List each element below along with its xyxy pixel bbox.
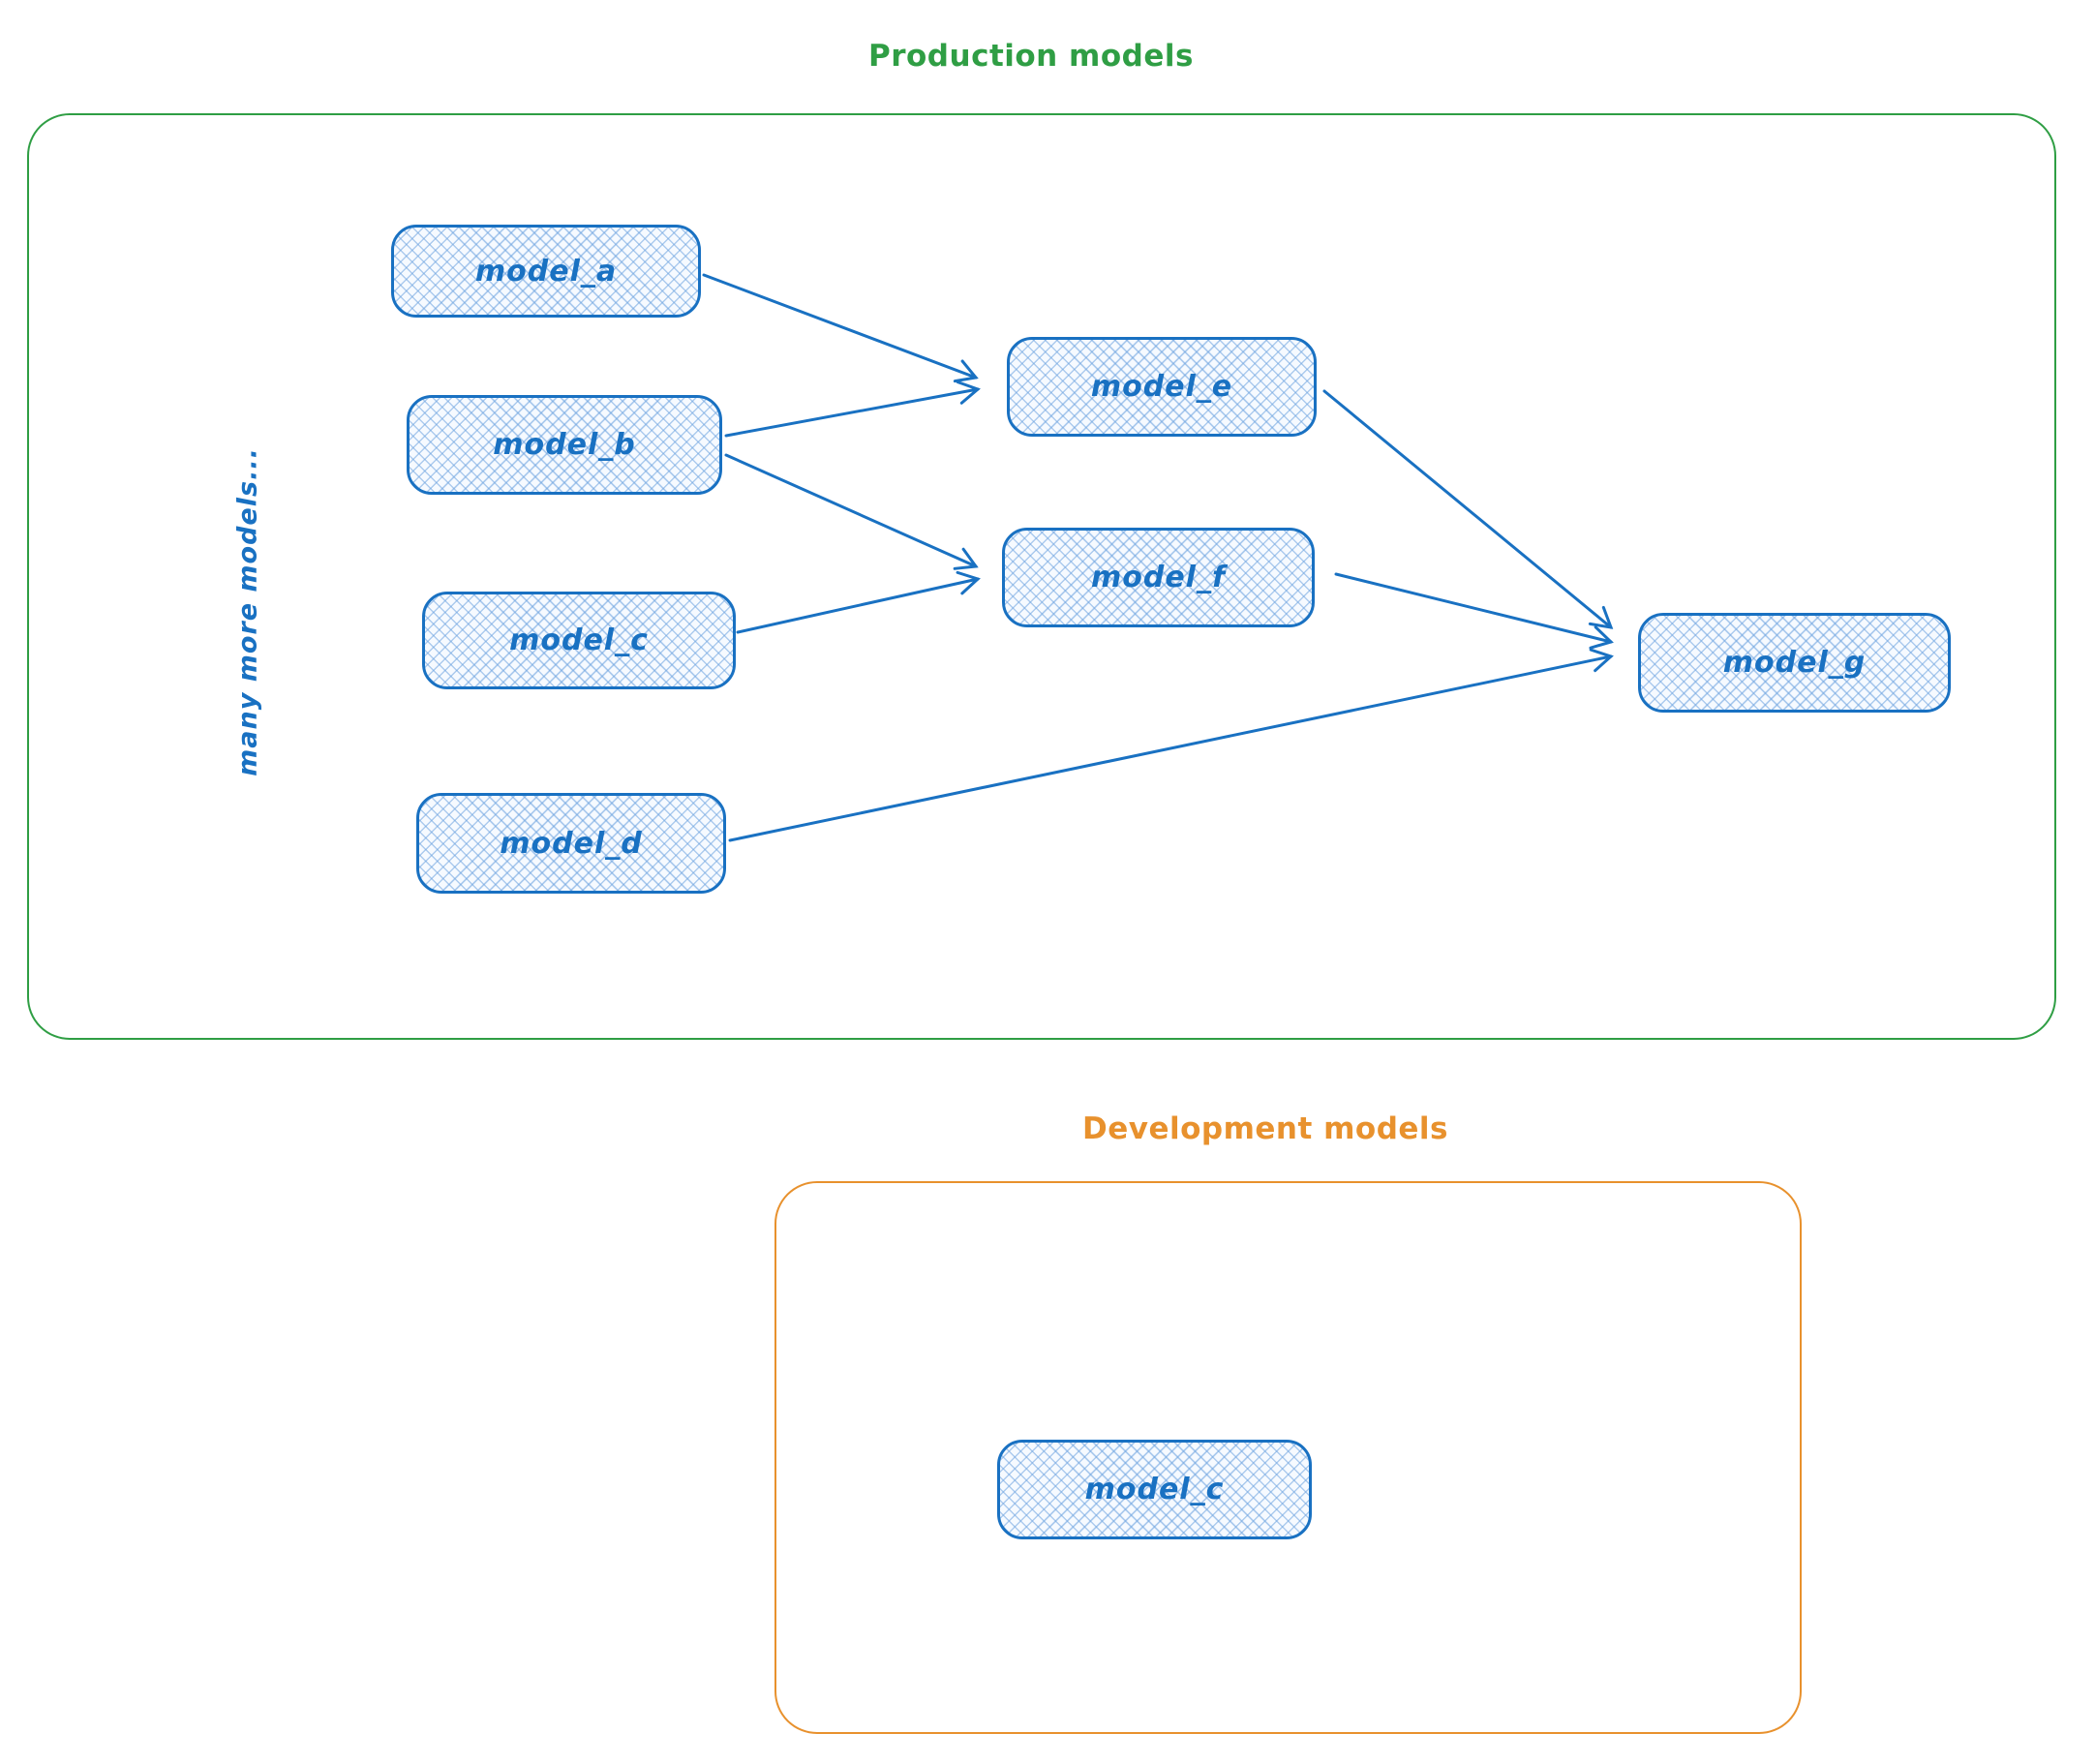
production-group-title: Production models [868, 39, 1194, 74]
node-model_b-label: model_b [493, 428, 636, 462]
node-model_e-label: model_e [1090, 370, 1233, 404]
development-group-title: Development models [1082, 1111, 1449, 1146]
node-model_a[interactable]: model_a [391, 225, 701, 318]
node-model_g[interactable]: model_g [1638, 613, 1951, 713]
production-group-frame[interactable] [27, 113, 2056, 1040]
node-model_c[interactable]: model_c [422, 592, 736, 689]
node-model_b[interactable]: model_b [407, 395, 722, 495]
node-model_f[interactable]: model_f [1002, 528, 1315, 627]
development-group-frame[interactable] [774, 1181, 1802, 1734]
node-model_f-label: model_f [1090, 561, 1227, 594]
node-model_c_dev[interactable]: model_c [997, 1440, 1312, 1539]
node-model_c-label: model_c [509, 623, 649, 657]
node-model_a-label: model_a [474, 254, 618, 289]
node-model_e[interactable]: model_e [1007, 337, 1317, 437]
node-model_g-label: model_g [1722, 646, 1867, 680]
node-model_d[interactable]: model_d [416, 793, 726, 894]
node-model_d-label: model_d [500, 826, 643, 861]
node-model_c_dev-label: model_c [1084, 1473, 1225, 1506]
many-more-models-note: many more models... [232, 447, 263, 776]
